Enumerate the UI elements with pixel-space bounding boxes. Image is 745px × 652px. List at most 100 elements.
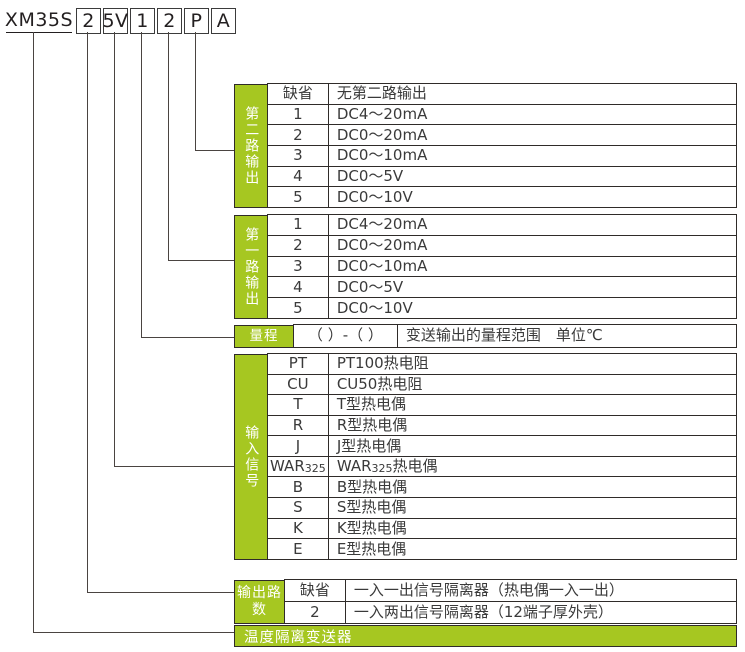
row-desc: DC0～5V xyxy=(327,165,737,188)
row-code: CU xyxy=(266,373,329,396)
table-row: 缺省 无第二路输出 xyxy=(266,82,737,105)
row-desc: R型热电偶 xyxy=(327,414,737,437)
block-input-signal: 输入信号 PT PT100热电阻 CU CU50热电阻 T T型热电偶 R R型… xyxy=(234,352,737,560)
table-row: 2 一入两出信号隔离器（12端子厚外壳） xyxy=(283,600,737,624)
leader-line-base-vertical xyxy=(33,32,34,632)
model-segment-range: 1 xyxy=(130,8,155,34)
block-first-output: 第一路输出 1 DC4～20mA 2 DC0～20mA 3 DC0～10mA 4… xyxy=(234,213,737,319)
block-output-channels: 输出路数 缺省 一入一出信号隔离器（热电偶一入一出） 2 一入两出信号隔离器（1… xyxy=(234,578,737,624)
leader-line-input-signal-vertical xyxy=(114,32,115,466)
table-row: 缺省 一入一出信号隔离器（热电偶一入一出） xyxy=(283,578,737,602)
block-second-output: 第二路输出 缺省 无第二路输出 1 DC4～20mA 2 DC0～20mA 3 … xyxy=(234,82,737,209)
row-code-main: WAR xyxy=(270,457,305,476)
table-row: 3 DC0～10mA xyxy=(266,144,737,167)
table-row: 1 DC4～20mA xyxy=(266,103,737,126)
row-desc: DC0～20mA xyxy=(327,124,737,147)
table-row: T T型热电偶 xyxy=(266,394,737,416)
block-rows-second-output: 缺省 无第二路输出 1 DC4～20mA 2 DC0～20mA 3 DC0～10… xyxy=(266,82,737,209)
model-segment-output-channels: 2 xyxy=(76,8,101,34)
row-desc: 一入两出信号隔离器（12端子厚外壳） xyxy=(344,600,737,624)
leader-line-second-output-vertical xyxy=(195,32,196,150)
model-segment-input-signal: 5V xyxy=(102,8,128,34)
row-code: 2 xyxy=(266,234,329,257)
row-desc-subscript: 325 xyxy=(371,462,393,476)
leader-line-output-channels-horizontal xyxy=(87,592,235,593)
table-row: 4 DC0～5V xyxy=(266,276,737,299)
table-row: CU CU50热电阻 xyxy=(266,373,737,396)
row-code-subscript: 325 xyxy=(304,462,326,476)
leader-line-range-vertical xyxy=(141,32,142,337)
row-code: 4 xyxy=(266,165,329,188)
row-desc: DC0～10mA xyxy=(327,255,737,278)
row-code: 3 xyxy=(266,144,329,167)
bottom-bar-product-name: 温度隔离变送器 xyxy=(234,625,737,647)
row-code: E xyxy=(266,538,329,560)
table-row: B B型热电偶 xyxy=(266,476,737,499)
block-rows-output-channels: 缺省 一入一出信号隔离器（热电偶一入一出） 2 一入两出信号隔离器（12端子厚外… xyxy=(283,578,737,624)
row-code: 缺省 xyxy=(283,578,346,602)
leader-line-first-output-vertical xyxy=(168,32,169,260)
row-desc: K型热电偶 xyxy=(327,517,737,540)
row-desc: DC0～10mA xyxy=(327,144,737,167)
row-desc: PT100热电阻 xyxy=(327,352,737,375)
row-code: 5 xyxy=(266,186,329,209)
model-code-row: XM35S 2 5V 1 2 P A xyxy=(0,0,745,40)
block-label-input-signal: 输入信号 xyxy=(234,354,268,560)
row-code: 2 xyxy=(283,600,346,624)
block-label-output-channels: 输出路数 xyxy=(234,580,285,624)
row-desc: E型热电偶 xyxy=(327,538,737,560)
leader-line-second-output-horizontal xyxy=(195,150,235,151)
table-row: S S型热电偶 xyxy=(266,497,737,519)
row-desc-tail: 热电偶 xyxy=(392,457,438,476)
block-label-range: 量程 xyxy=(234,325,294,348)
table-row: （ ）-（ ） 变送输出的量程范围 单位℃ xyxy=(292,323,737,348)
table-row: 1 DC4～20mA xyxy=(266,213,737,236)
row-code: B xyxy=(266,476,329,499)
model-segment-first-output: 2 xyxy=(157,8,182,34)
block-rows-input-signal: PT PT100热电阻 CU CU50热电阻 T T型热电偶 R R型热电偶 J… xyxy=(266,352,737,560)
row-code: 2 xyxy=(266,124,329,147)
model-segment-second-output: P xyxy=(184,8,209,34)
row-desc: T型热电偶 xyxy=(327,394,737,416)
block-range: 量程 （ ）-（ ） 变送输出的量程范围 单位℃ xyxy=(234,323,737,348)
leader-line-first-output-horizontal xyxy=(168,260,235,261)
row-desc: 一入一出信号隔离器（热电偶一入一出） xyxy=(344,578,737,602)
table-row: 5 DC0～10V xyxy=(266,186,737,209)
row-desc: DC0～20mA xyxy=(327,234,737,257)
row-desc: CU50热电阻 xyxy=(327,373,737,396)
row-code: 3 xyxy=(266,255,329,278)
row-desc: DC0～5V xyxy=(327,276,737,299)
model-segment-base: XM35S xyxy=(5,8,73,33)
leader-line-input-signal-horizontal xyxy=(114,466,235,467)
table-row: 2 DC0～20mA xyxy=(266,234,737,257)
row-code: 4 xyxy=(266,276,329,299)
row-code: S xyxy=(266,497,329,519)
leader-line-output-channels-vertical xyxy=(87,32,88,592)
table-row: PT PT100热电阻 xyxy=(266,352,737,375)
row-desc: S型热电偶 xyxy=(327,497,737,519)
row-desc: J型热电偶 xyxy=(327,435,737,457)
table-row: 5 DC0～10V xyxy=(266,297,737,319)
table-row: 2 DC0～20mA xyxy=(266,124,737,147)
table-row: E E型热电偶 xyxy=(266,538,737,560)
leader-line-base-horizontal xyxy=(33,632,235,633)
row-desc: B型热电偶 xyxy=(327,476,737,499)
row-desc: 变送输出的量程范围 单位℃ xyxy=(396,323,737,348)
row-desc: DC4～20mA xyxy=(327,103,737,126)
table-row: R R型热电偶 xyxy=(266,414,737,437)
row-code: K xyxy=(266,517,329,540)
row-code: J xyxy=(266,435,329,457)
table-row: 3 DC0～10mA xyxy=(266,255,737,278)
row-desc: DC0～10V xyxy=(327,297,737,319)
leader-line-range-horizontal xyxy=(141,337,235,338)
table-row: K K型热电偶 xyxy=(266,517,737,540)
block-label-first-output: 第一路输出 xyxy=(234,215,268,319)
model-segment-suffix: A xyxy=(211,8,236,34)
row-code: PT xyxy=(266,352,329,375)
table-row: J J型热电偶 xyxy=(266,435,737,457)
row-desc-main: WAR xyxy=(336,457,372,476)
